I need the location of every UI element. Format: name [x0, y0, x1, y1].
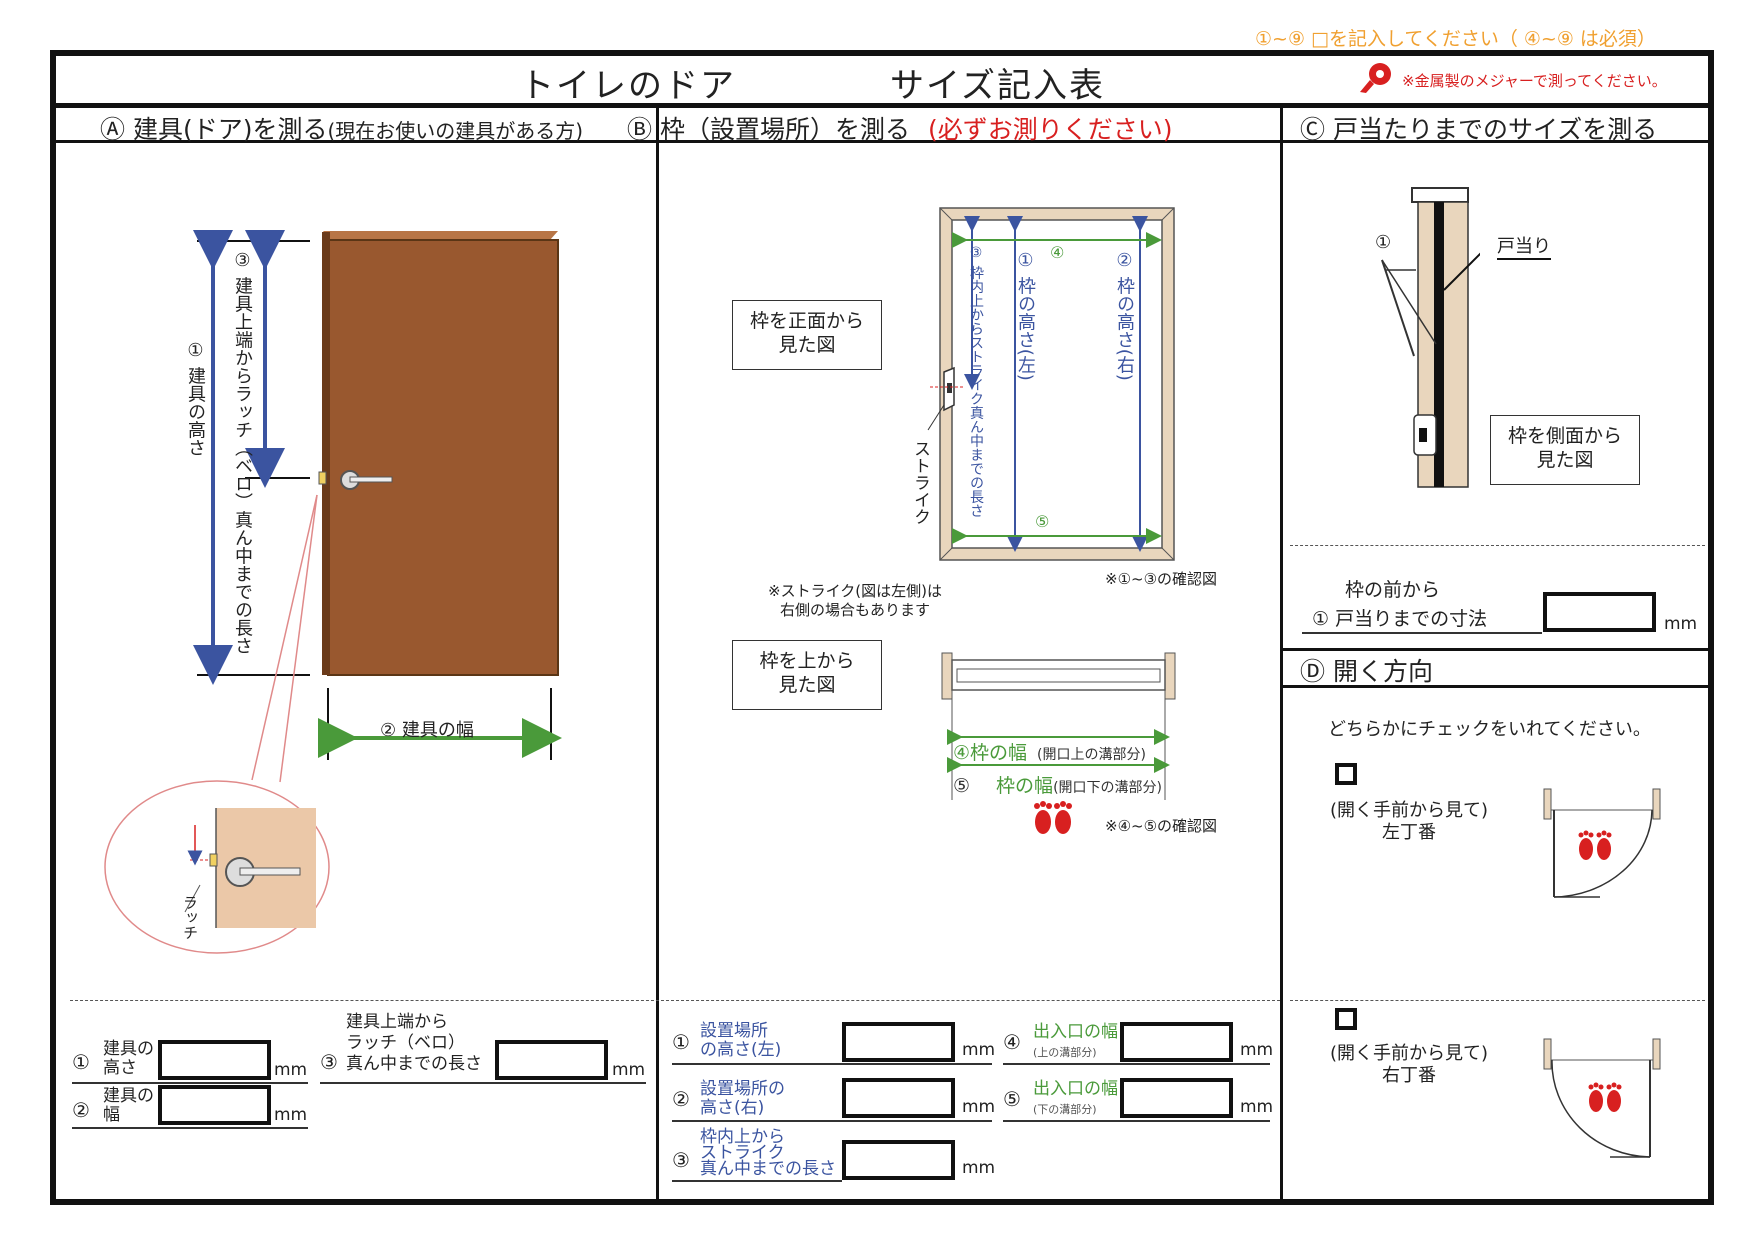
- doorstop-label: 戸当り: [1497, 232, 1551, 260]
- metal-measure-note: ※金属製のメジャーで測ってください。: [1402, 72, 1667, 90]
- door-height-input[interactable]: [158, 1040, 271, 1080]
- section-d-heading-divider: [1283, 685, 1708, 688]
- right-hinge-diagram: [1543, 1038, 1661, 1158]
- latch-marker: [318, 471, 327, 485]
- section-a-b-separator: [70, 1000, 1280, 1001]
- left-hinge-diagram: [1543, 788, 1661, 898]
- door-diagram: [104, 230, 562, 954]
- door-handle-lever: [349, 476, 393, 483]
- frame-width-top-sub: (開口上の溝部分): [1037, 747, 1146, 763]
- section-c-heading: Ⓒ 戸当たりまでのサイズを測る: [1300, 115, 1658, 144]
- doorstop-number: ①: [1375, 232, 1392, 253]
- door-width-input[interactable]: [158, 1085, 271, 1125]
- top-view-label: 枠を上から見た図: [732, 640, 882, 710]
- door-top-edge: [323, 231, 558, 240]
- frame-height-left-input[interactable]: [842, 1022, 955, 1062]
- latch-length-label: ③ 建具上端からラッチ（ベロ）真ん中までの長さ: [232, 250, 253, 655]
- b-f2-label: 設置場所の高さ(右): [700, 1079, 785, 1118]
- b-f2-number: ②: [672, 1087, 690, 1111]
- a-f3-unit: mm: [612, 1060, 646, 1080]
- measure-tape-icon: [1360, 63, 1391, 93]
- section-a-subheading: (現在お使いの建具がある方): [327, 119, 584, 143]
- b-f3-number: ③: [672, 1148, 690, 1172]
- heading-divider: [50, 140, 1714, 143]
- b-f5-label: 出入口の幅(下の溝部分): [1033, 1079, 1118, 1117]
- confirm-1-3-note: ※①~③の確認図: [1105, 570, 1218, 588]
- confirm-4-5-note: ※④~⑤の確認図: [1105, 817, 1218, 835]
- b-f3-label: 枠内上からストライク真ん中までの長さ: [700, 1127, 836, 1179]
- a-f3-number: ③: [320, 1050, 338, 1074]
- b-f4-number: ④: [1003, 1030, 1021, 1054]
- b-f4-label: 出入口の幅(上の溝部分): [1033, 1022, 1118, 1060]
- frame-width-top-marker: ④: [1050, 243, 1065, 262]
- top-instruction: ①~⑨ □を記入してください（ ④~⑨ は必須）: [1255, 28, 1656, 50]
- latch-label: ラッチ: [181, 895, 199, 940]
- a-f1-label: 建具の高さ: [103, 1039, 154, 1078]
- b-f1-number: ①: [672, 1030, 690, 1054]
- a-f1-number: ①: [72, 1050, 90, 1074]
- frame-top-diagram: [941, 652, 1176, 800]
- frame-front-diagram: [927, 207, 1175, 561]
- right-hinge-checkbox[interactable]: [1335, 1008, 1357, 1030]
- opening-width-bottom-input[interactable]: [1120, 1078, 1233, 1118]
- door-height-label: ① 建具の高さ: [185, 340, 206, 457]
- doorstop-distance-input[interactable]: [1543, 592, 1656, 632]
- doorstop-field-label-2: ① 戸当りまでの寸法: [1312, 608, 1488, 630]
- section-b-heading: Ⓑ 枠（設置場所）を測る(必ずお測りください): [627, 115, 1173, 144]
- section-d-top-divider: [1283, 648, 1708, 651]
- section-c-separator: [1290, 545, 1705, 546]
- opening-width-top-input[interactable]: [1120, 1022, 1233, 1062]
- doorstop-field-label-1: 枠の前から: [1345, 579, 1441, 601]
- door-side: [322, 232, 330, 675]
- direction-instruction: どちらかにチェックをいれてください。: [1328, 719, 1651, 740]
- b-f2-unit: mm: [962, 1097, 996, 1117]
- page-title: トイレのドア: [520, 66, 736, 106]
- door-panel: [327, 239, 559, 676]
- frame-side-diagram: [1381, 187, 1480, 488]
- strike-note: ※ストライク(図は左側)は右側の場合もあります: [768, 582, 942, 619]
- page-title-sub: サイズ記入表: [890, 66, 1105, 106]
- b-f5-unit: mm: [1240, 1097, 1274, 1117]
- section-d-separator: [1290, 1000, 1705, 1001]
- divider-ab: [656, 106, 659, 1205]
- section-a-heading: Ⓐ 建具(ドア)を測る(現在お使いの建具がある方): [100, 115, 584, 144]
- strike-label: ストライク: [910, 440, 930, 525]
- strike-length-input[interactable]: [842, 1140, 955, 1180]
- frame-height-right-label: ② 枠の高さ(右): [1114, 250, 1135, 381]
- side-view-label: 枠を側面から見た図: [1490, 415, 1640, 485]
- frame-height-left-label: ① 枠の高さ(左): [1015, 250, 1036, 381]
- b-f5-number: ⑤: [1003, 1087, 1021, 1111]
- left-hinge-checkbox[interactable]: [1335, 763, 1357, 785]
- required-note: (必ずお測りください): [927, 115, 1173, 144]
- a-f2-unit: mm: [274, 1105, 308, 1125]
- section-d-heading: Ⓓ 開く方向: [1300, 657, 1433, 686]
- latch-length-input[interactable]: [495, 1040, 608, 1080]
- a-f2-number: ②: [72, 1098, 90, 1122]
- right-hinge-label: (開く手前から見て)右丁番: [1330, 1043, 1489, 1086]
- c-unit: mm: [1664, 614, 1698, 634]
- b-f3-unit: mm: [962, 1158, 996, 1178]
- title-divider: [50, 103, 1714, 108]
- form-frame: [50, 50, 1714, 1205]
- frame-strike-length-label: ③ 枠内上からストライク真ん中までの長さ: [968, 245, 984, 518]
- b-f4-unit: mm: [1240, 1040, 1274, 1060]
- frame-width-top-label: ④枠の幅(開口上の溝部分): [953, 742, 1146, 764]
- frame-width-bottom-sub: (開口下の溝部分): [1053, 780, 1162, 796]
- divider-bc: [1280, 106, 1283, 1205]
- a-f2-label: 建具の幅: [103, 1086, 154, 1125]
- frame-height-right-input[interactable]: [842, 1078, 955, 1118]
- a-f1-unit: mm: [274, 1060, 308, 1080]
- door-width-label: ② 建具の幅: [380, 720, 474, 741]
- left-hinge-label: (開く手前から見て)左丁番: [1330, 800, 1489, 843]
- b-f1-unit: mm: [962, 1040, 996, 1060]
- b-f1-label: 設置場所の高さ(左): [700, 1021, 782, 1060]
- frame-width-bottom-marker: ⑤: [1035, 512, 1050, 531]
- a-f3-label: 建具上端からラッチ（ベロ）真ん中までの長さ: [346, 1012, 482, 1074]
- footprints-icon: [1034, 801, 1072, 834]
- front-view-label: 枠を正面から見た図: [732, 300, 882, 370]
